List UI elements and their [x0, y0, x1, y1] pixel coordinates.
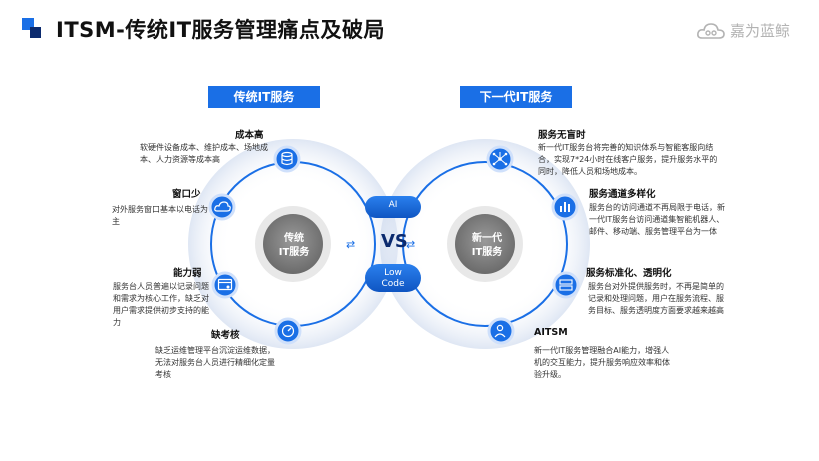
- gauge-icon: [274, 317, 302, 345]
- left-item-desc-ability: 服务台人员普遍以记录问题和需求为核心工作，缺乏对用户需求提供初步支持的能力: [113, 282, 209, 327]
- right-center-label: 新一代 IT服务: [457, 232, 517, 260]
- cloud-icon: [208, 193, 236, 221]
- right-item-title-always-on: 服务无盲时: [538, 130, 586, 141]
- arrow-left-icon: ⇄: [346, 238, 356, 251]
- lowcode-pill: [365, 264, 421, 292]
- page-title: ITSM-传统IT服务管理痛点及破局: [56, 18, 386, 42]
- left-item-desc-cost: 软硬件设备成本、维护成本、场地成本、人力资源等成本高: [140, 143, 268, 164]
- cloud-logo-icon: [697, 22, 725, 39]
- right-center-line1: 新一代: [472, 233, 502, 244]
- left-center-circle: [263, 214, 323, 274]
- network-icon: [486, 145, 514, 173]
- left-item-title-assessment: 缺考核: [211, 330, 240, 341]
- ai-pill-label: AI: [388, 200, 398, 210]
- right-item-desc-aitsm: 新一代IT服务管理融合AI能力，增强人机的交互能力，提升服务响应效率和体验升级。: [534, 346, 670, 379]
- right-item-title-channels: 服务通道多样化: [589, 189, 656, 200]
- arrow-right-icon: ⇄: [406, 238, 416, 251]
- left-center-label: 传统 IT服务: [264, 232, 324, 260]
- section-header-next-gen: 下一代IT服务: [460, 86, 572, 108]
- vs-label: VS: [381, 231, 408, 252]
- bar-chart-icon: [551, 193, 579, 221]
- right-ring: [380, 139, 590, 349]
- ai-pill: [365, 196, 421, 218]
- right-center-circle: [455, 214, 515, 274]
- left-item-desc-window: 对外服务窗口基本以电话为主: [112, 205, 208, 226]
- left-item-desc-assessment: 缺乏运维管理平台沉淀运维数据，无法对服务台人员进行精细化定量考核: [155, 346, 275, 379]
- left-item-title-ability: 能力弱: [173, 268, 202, 279]
- brand-name: 嘉为蓝鲸: [730, 22, 791, 40]
- brand-logo: 嘉为蓝鲸: [696, 20, 790, 41]
- lowcode-line1: Low: [384, 268, 402, 278]
- lowcode-pill-label: Low Code: [372, 268, 414, 290]
- right-item-title-standard: 服务标准化、透明化: [586, 268, 672, 279]
- right-item-title-aitsm: AITSM: [534, 327, 568, 338]
- section-header-traditional: 传统IT服务: [208, 86, 320, 108]
- user-settings-icon: [487, 317, 515, 345]
- right-item-desc-always-on: 新一代IT服务台将完善的知识体系与智能客服向结合，实现7*24小时在线客户服务，…: [538, 143, 718, 176]
- left-item-title-window: 窗口少: [172, 189, 201, 200]
- left-ring: [188, 139, 398, 349]
- right-center-line2: IT服务: [471, 247, 503, 258]
- logo-square-dark: [30, 27, 41, 38]
- lowcode-line2: Code: [381, 279, 405, 289]
- server-icon: [552, 271, 580, 299]
- browser-settings-icon: [211, 271, 239, 299]
- right-item-desc-standard: 服务台对外提供服务时，不再是简单的记录和处理问题，用户在服务流程、服务目标、服务…: [588, 282, 724, 315]
- right-item-desc-channels: 服务台的访问通道不再局限于电话，新一代IT服务台访问通道集智能机器人、邮件、移动…: [589, 203, 725, 236]
- left-center-line2: IT服务: [278, 247, 310, 258]
- database-icon: [273, 145, 301, 173]
- left-item-title-cost: 成本高: [235, 130, 264, 141]
- left-center-line1: 传统: [284, 233, 304, 244]
